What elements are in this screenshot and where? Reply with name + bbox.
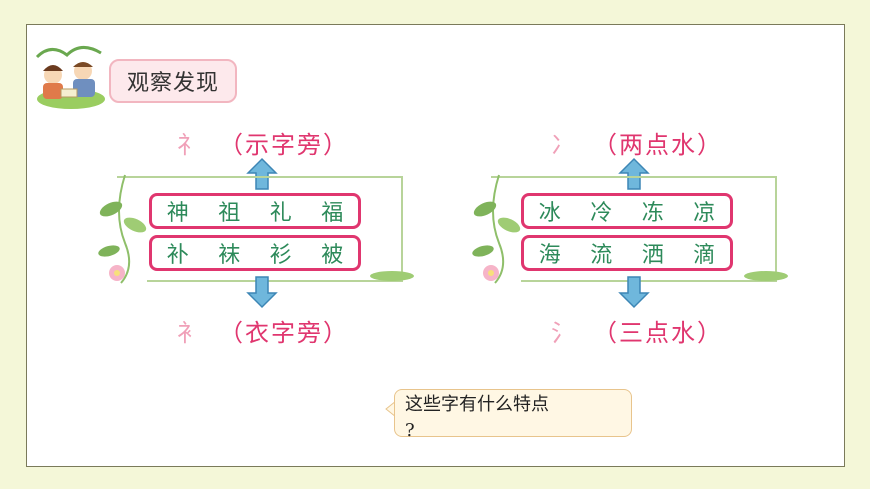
char-item: 冷 <box>590 201 613 226</box>
char-item: 冰 <box>538 201 561 226</box>
char-item: 海 <box>538 243 561 268</box>
leaf-icon <box>744 271 788 281</box>
char-item: 福 <box>321 201 344 226</box>
char-item: 凉 <box>693 201 716 226</box>
radical-yi-label: 衤 （衣字旁） <box>177 313 349 348</box>
radical-char: 衤 <box>177 319 203 347</box>
char-item: 神 <box>166 201 189 226</box>
char-item: 洒 <box>641 243 664 268</box>
arrow-down-icon <box>618 276 650 309</box>
char-item: 衫 <box>269 243 292 268</box>
radical-bing-label: 冫 （两点水） <box>551 125 723 160</box>
question-mark: ? <box>405 420 415 441</box>
char-item: 滴 <box>693 243 716 268</box>
page-title: 观察发现 <box>109 59 237 103</box>
vine-decoration-icon <box>98 174 147 284</box>
radical-char: 礻 <box>177 131 203 159</box>
radical-name: （示字旁） <box>219 131 349 159</box>
arrow-up-icon <box>618 157 650 190</box>
radical-shi-label: 礻 （示字旁） <box>177 125 349 160</box>
radical-name: （衣字旁） <box>219 319 349 347</box>
radical-name: （三点水） <box>593 319 723 347</box>
frame-line <box>491 176 777 178</box>
radical-name: （两点水） <box>593 131 723 159</box>
char-item: 礼 <box>269 201 292 226</box>
vine-decoration-icon <box>472 174 521 284</box>
leaf-icon <box>370 271 414 281</box>
arrow-down-icon <box>246 276 278 309</box>
char-item: 祖 <box>218 201 241 226</box>
word-row-shui: 海 流 洒 滴 <box>521 235 733 271</box>
kids-illustration <box>35 46 105 109</box>
char-item: 流 <box>590 243 613 268</box>
word-row-yi: 补 袜 衫 被 <box>149 235 361 271</box>
arrow-up-icon <box>246 157 278 190</box>
slide-canvas: 观察发现 礻 （示字旁） 神 祖 礼 福 补 袜 衫 被 衤 （衣字旁） 冫 （两点水… <box>26 24 845 467</box>
radical-char: 冫 <box>551 131 577 159</box>
frame-line <box>117 176 403 178</box>
word-row-shi: 神 祖 礼 福 <box>149 193 361 229</box>
frame-line <box>775 176 777 280</box>
frame-line <box>401 176 403 280</box>
char-item: 冻 <box>641 201 664 226</box>
radical-char: 氵 <box>551 319 577 347</box>
char-item: 被 <box>321 243 344 268</box>
frame-line <box>521 280 777 282</box>
word-row-bing: 冰 冷 冻 凉 <box>521 193 733 229</box>
radical-shui-label: 氵 （三点水） <box>551 313 723 348</box>
question-text: 这些字有什么特点 <box>405 394 549 415</box>
char-item: 补 <box>166 243 189 268</box>
frame-line <box>147 280 403 282</box>
char-item: 袜 <box>218 243 241 268</box>
question-bubble: 这些字有什么特点 ? <box>394 389 632 441</box>
